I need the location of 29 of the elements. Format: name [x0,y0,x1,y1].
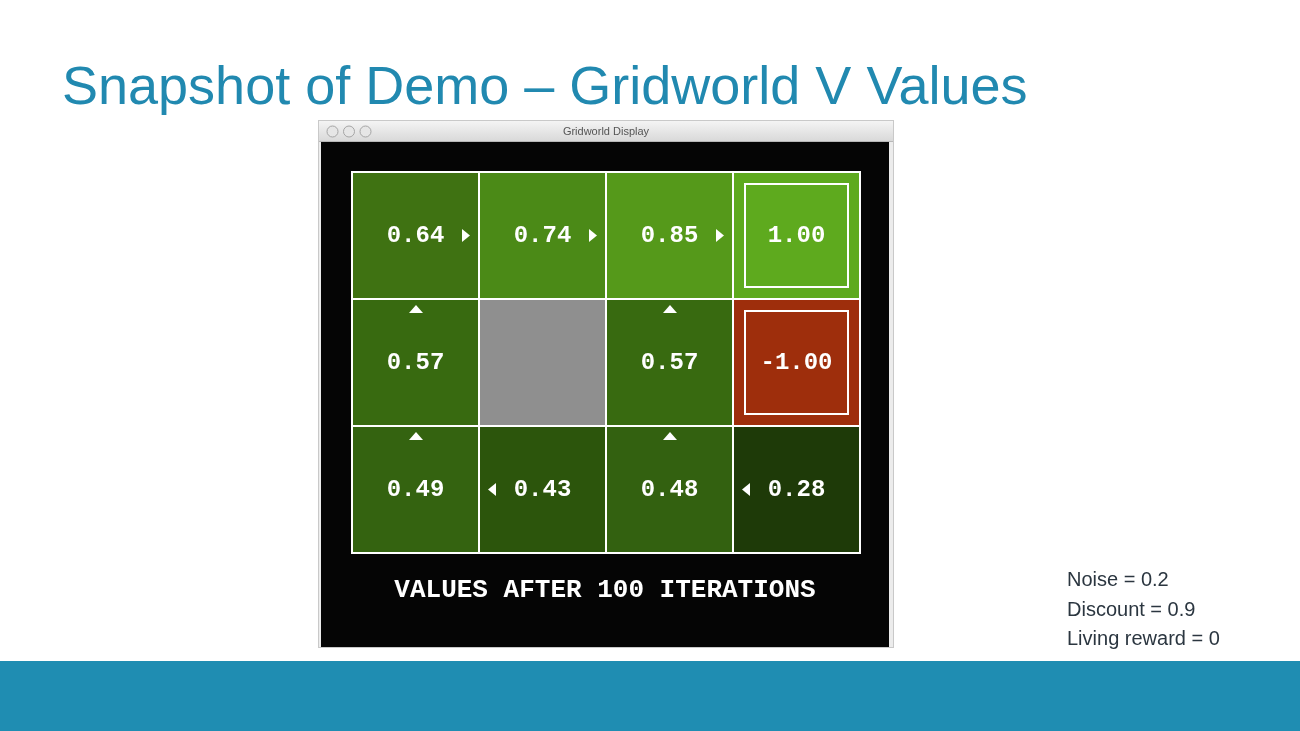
parameter-note: Noise = 0.2 [1067,567,1169,592]
cell-value: 0.49 [386,475,445,504]
grid-cell [351,298,480,427]
terminal-cell [732,171,861,300]
cell-value: 0.48 [640,475,699,504]
terminal-cell [732,298,861,427]
cell-value: 1.00 [767,221,826,250]
slide-title: Snapshot of Demo – Gridworld V Values [62,54,1028,117]
grid-cell [478,171,607,300]
cell-value: 0.57 [640,348,699,377]
grid-cell [351,171,480,300]
grid-cell [478,425,607,554]
grid-cell [605,425,734,554]
cell-value: -1.00 [760,348,833,377]
grid-cell [605,298,734,427]
cell-value: 0.43 [513,475,572,504]
cell-value: 0.28 [767,475,826,504]
grid-cell [605,171,734,300]
window-title: Gridworld Display [562,124,650,138]
cell-value: 0.74 [513,221,572,250]
cell-value: 0.85 [640,221,699,250]
parameter-note: Discount = 0.9 [1067,597,1196,622]
cell-value: 0.64 [386,221,445,250]
grid-cell [732,425,861,554]
wall-cell [478,298,607,427]
cell-value: 0.57 [386,348,445,377]
status-caption: VALUES AFTER 100 ITERATIONS [394,574,816,606]
grid-cell [351,425,480,554]
parameter-note: Living reward = 0 [1067,626,1220,651]
